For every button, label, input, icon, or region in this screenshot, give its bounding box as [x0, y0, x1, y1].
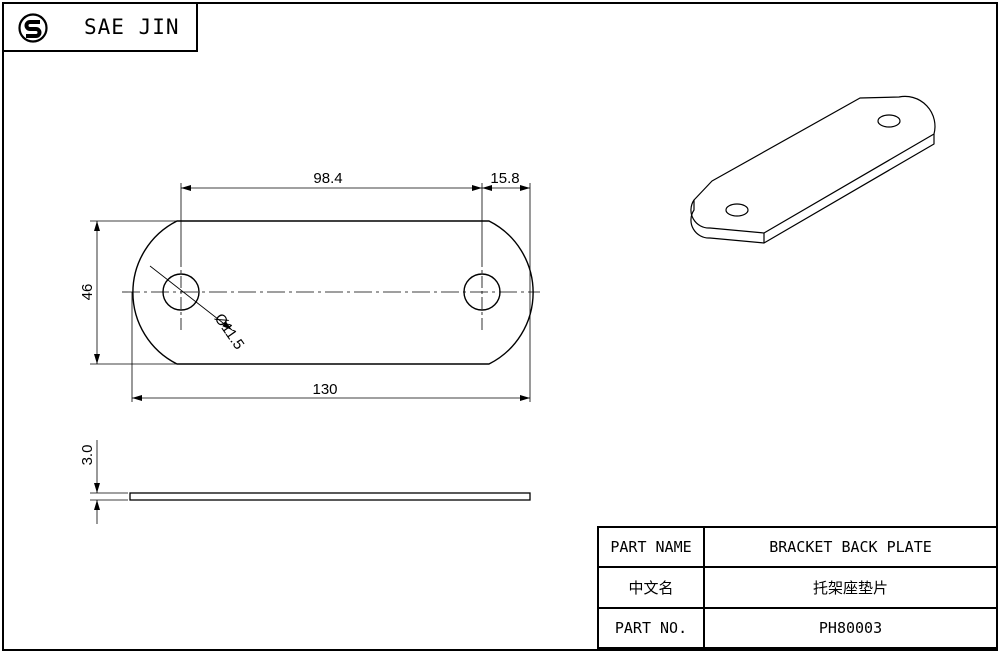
title-row-part-name: PART NAME BRACKET BACK PLATE: [597, 525, 998, 569]
brand-name: SAE JIN: [84, 15, 180, 39]
isometric-view: [690, 95, 936, 244]
sae-jin-logo-icon: [18, 13, 48, 43]
dim-thickness: 3.0: [79, 445, 96, 466]
dimension-lines: [94, 185, 530, 401]
iso-top-face: [690, 95, 936, 234]
side-view: [90, 440, 531, 524]
title-row-part-no: PART NO. PH80003: [597, 606, 998, 650]
plate-outline: [132, 220, 534, 365]
title-block: PART NAME BRACKET BACK PLATE 中文名 托架座垫片 P…: [597, 525, 998, 650]
extension-lines: [90, 183, 531, 402]
part-no-value: PH80003: [703, 606, 998, 650]
dim-hole-spacing: 98.4: [313, 170, 342, 187]
part-name-value: BRACKET BACK PLATE: [703, 525, 998, 569]
dim-hole-to-end: 15.8: [490, 170, 519, 187]
plate-side-profile: [129, 492, 531, 501]
chinese-name-label: 中文名: [597, 566, 705, 609]
dim-hole-diameter-leader: [149, 265, 233, 331]
dim-height: 46: [79, 284, 96, 301]
part-no-label: PART NO.: [597, 606, 705, 650]
logo-box: SAE JIN: [2, 2, 198, 52]
dim-hole-diameter: Ø11.5: [211, 311, 248, 353]
iso-edge: [690, 134, 935, 244]
title-row-chinese-name: 中文名 托架座垫片: [597, 566, 998, 609]
front-view: [122, 220, 540, 365]
chinese-name-value: 托架座垫片: [703, 566, 998, 609]
dim-length: 130: [312, 381, 337, 398]
part-name-label: PART NAME: [597, 525, 705, 569]
